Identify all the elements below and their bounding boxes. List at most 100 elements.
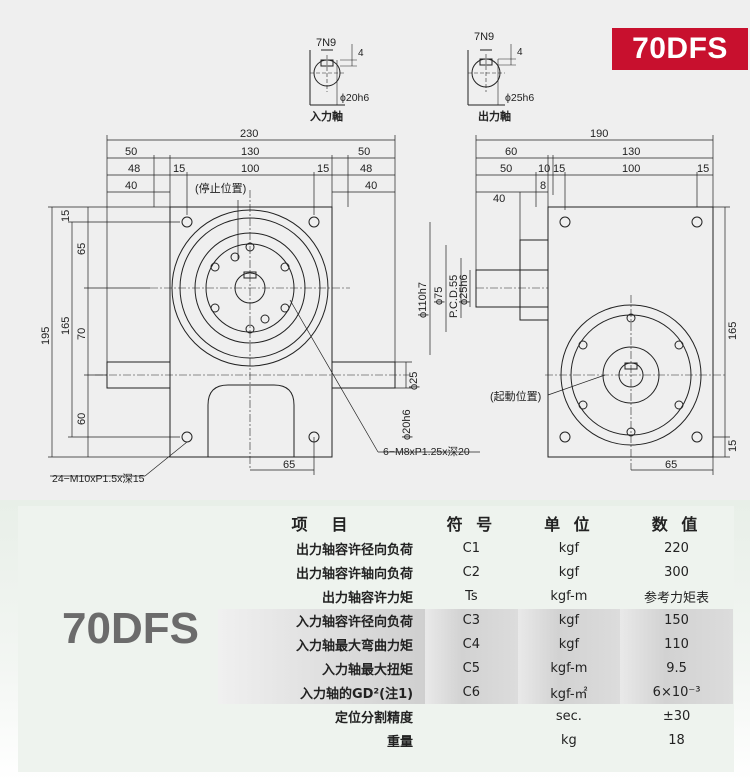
row-item: 出力轴容许径向负荷 bbox=[296, 543, 414, 559]
output-shaft-caption: 出力軸 bbox=[478, 109, 511, 123]
front-dim-15-right: 15 bbox=[317, 163, 329, 175]
table-row: 定位分割精度 sec. ±30 bbox=[218, 704, 733, 728]
row-value: 110 bbox=[620, 632, 733, 657]
start-position-label: (起動位置) bbox=[490, 389, 541, 403]
front-dim-230: 230 bbox=[240, 128, 258, 140]
side-dim-15-left: 15 bbox=[553, 163, 565, 175]
row-value: 参考力矩表 bbox=[644, 591, 710, 607]
front-dim-70: 70 bbox=[76, 328, 88, 340]
row-value: 220 bbox=[664, 541, 689, 557]
side-dim-130: 130 bbox=[622, 146, 640, 158]
input-diameter-label: ϕ20h6 bbox=[340, 92, 369, 104]
front-dim-phi25: ϕ25 bbox=[408, 372, 420, 390]
side-dim-pcd55: P.C.D.55 bbox=[448, 275, 460, 318]
front-dim-15-left: 15 bbox=[173, 163, 185, 175]
side-dim-15: 15 bbox=[727, 440, 739, 452]
row-symbol bbox=[425, 704, 518, 728]
table-row: 入力轴最大扭矩 C5 kgf-m 9.5 bbox=[218, 656, 733, 681]
side-dim-phi75: ϕ75 bbox=[433, 287, 445, 305]
table-row: 入力轴最大弯曲力矩 C4 kgf 110 bbox=[218, 632, 733, 657]
header-value: 数 值 bbox=[651, 515, 702, 534]
row-value: 6×10⁻³ bbox=[620, 680, 733, 705]
row-item: 入力轴最大扭矩 bbox=[218, 656, 426, 681]
front-dim-40-right: 40 bbox=[365, 180, 377, 192]
output-diameter-label: ϕ25h6 bbox=[505, 92, 534, 104]
side-dim-190: 190 bbox=[590, 128, 608, 140]
row-symbol: C1 bbox=[462, 541, 481, 557]
row-unit: kg bbox=[561, 732, 577, 748]
front-view-right-dimensions bbox=[50, 200, 480, 477]
header-unit: 单 位 bbox=[544, 515, 594, 534]
row-unit: kgf-m bbox=[550, 589, 588, 605]
side-dim-phi110h7: ϕ110h7 bbox=[417, 282, 429, 318]
thread-note-m10: 24−M10xP1.5x深15 bbox=[52, 473, 145, 485]
row-value: ±30 bbox=[662, 708, 691, 724]
row-unit: kgf-㎡ bbox=[517, 680, 621, 705]
front-dim-48-left: 48 bbox=[128, 163, 140, 175]
output-keyway-label: 7N9 bbox=[474, 31, 494, 43]
side-dim-8: 8 bbox=[540, 180, 546, 192]
side-dim-65-bottom: 65 bbox=[665, 459, 677, 471]
row-value: 18 bbox=[668, 732, 685, 748]
row-unit: sec. bbox=[555, 708, 582, 724]
side-dim-60: 60 bbox=[505, 146, 517, 158]
header-symbol: 符 号 bbox=[446, 515, 497, 534]
technical-drawing: 7N9 4 ϕ20h6 入力軸 7N9 4 ϕ25h6 出力軸 230 50 1… bbox=[0, 0, 750, 500]
spec-table-header: 项 目 符 号 单 位 数 值 bbox=[218, 509, 733, 537]
input-key-depth-label: 4 bbox=[358, 48, 364, 59]
spec-table: 项 目 符 号 单 位 数 值 出力轴容许径向负荷 C1 kgf 220 出力轴… bbox=[218, 509, 733, 752]
row-symbol: C4 bbox=[425, 632, 518, 657]
input-shaft-caption: 入力軸 bbox=[310, 109, 343, 123]
front-dim-165: 165 bbox=[60, 317, 72, 335]
row-item: 出力轴容许力矩 bbox=[322, 591, 414, 607]
row-symbol bbox=[425, 728, 518, 752]
output-shaft-section bbox=[467, 44, 516, 106]
input-shaft-section bbox=[309, 44, 357, 106]
side-dim-165: 165 bbox=[727, 322, 739, 340]
side-view bbox=[475, 195, 725, 470]
side-dim-40: 40 bbox=[493, 193, 505, 205]
front-dim-65-bottom: 65 bbox=[283, 459, 295, 471]
row-item: 入力轴最大弯曲力矩 bbox=[218, 632, 426, 657]
stop-position-label: (停止位置) bbox=[195, 181, 246, 195]
front-view bbox=[95, 190, 410, 470]
model-badge: 70DFS bbox=[612, 28, 748, 70]
row-value: 150 bbox=[620, 608, 733, 633]
front-view-top-dimensions bbox=[106, 135, 396, 362]
output-key-depth-label: 4 bbox=[517, 47, 523, 58]
front-dim-phi20h6: ϕ20h6 bbox=[401, 409, 413, 440]
table-row: 重量 kg 18 bbox=[218, 728, 733, 752]
row-value: 300 bbox=[664, 565, 689, 581]
row-unit: kgf bbox=[558, 565, 580, 581]
front-dim-50-left: 50 bbox=[125, 146, 137, 158]
front-dim-130: 130 bbox=[241, 146, 259, 158]
input-keyway-label: 7N9 bbox=[316, 37, 336, 49]
drawing-canvas: 7N9 4 ϕ20h6 入力軸 7N9 4 ϕ25h6 出力軸 230 50 1… bbox=[40, 31, 739, 485]
side-dim-50: 50 bbox=[500, 163, 512, 175]
side-dim-phi25h6: ϕ25h6 bbox=[458, 274, 470, 305]
thread-note-m8: 6−M8xP1.25x深20 bbox=[383, 446, 470, 458]
row-item: 重量 bbox=[387, 734, 414, 750]
front-dim-48-right: 48 bbox=[360, 163, 372, 175]
side-dim-10: 10 bbox=[538, 163, 550, 175]
front-dim-60: 60 bbox=[76, 413, 88, 425]
table-row: 出力轴容许力矩 Ts kgf-m 参考力矩表 bbox=[218, 585, 733, 609]
table-row: 出力轴容许径向负荷 C1 kgf 220 bbox=[218, 537, 733, 561]
row-symbol: C6 bbox=[425, 680, 518, 705]
row-item: 定位分割精度 bbox=[335, 710, 414, 726]
row-item: 入力轴容许径向负荷 bbox=[218, 608, 426, 633]
front-view-left-dimensions bbox=[48, 206, 180, 458]
table-row: 入力轴的GD²(注1) C6 kgf-㎡ 6×10⁻³ bbox=[218, 680, 733, 705]
row-unit: kgf bbox=[517, 608, 621, 633]
row-item: 入力轴的GD²(注1) bbox=[218, 680, 426, 705]
side-dim-15-right: 15 bbox=[697, 163, 709, 175]
model-label: 70DFS bbox=[62, 604, 199, 653]
side-dim-100: 100 bbox=[622, 163, 640, 175]
side-view-dimensions bbox=[429, 135, 730, 475]
row-symbol: C2 bbox=[462, 565, 481, 581]
header-item: 项 目 bbox=[291, 515, 352, 534]
front-dim-100: 100 bbox=[241, 163, 259, 175]
row-unit: kgf bbox=[558, 541, 580, 557]
row-unit: kgf bbox=[517, 632, 621, 657]
table-row: 入力轴容许径向负荷 C3 kgf 150 bbox=[218, 608, 733, 633]
